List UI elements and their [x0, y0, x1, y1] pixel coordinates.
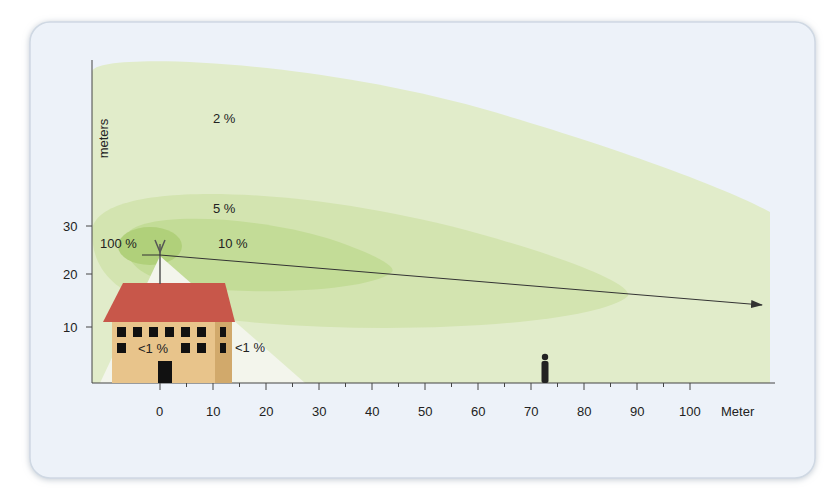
panel [30, 22, 815, 478]
x-tick-label: 50 [418, 405, 432, 418]
x-tick-label: 0 [156, 405, 163, 418]
person-head [542, 354, 548, 360]
x-tick [531, 383, 532, 390]
y-tick [86, 327, 92, 328]
x-tick [345, 383, 346, 387]
x-tick [610, 383, 611, 387]
beam-arrow [160, 255, 762, 305]
x-tick-label: 60 [471, 405, 485, 418]
y-tick-label: 20 [63, 268, 77, 281]
window [117, 327, 126, 337]
x-tick [451, 383, 452, 387]
x-tick-label: 10 [206, 405, 220, 418]
x-tick [557, 383, 558, 387]
window [149, 327, 158, 337]
x-tick-label: 100 [679, 405, 701, 418]
lobe-2 [92, 61, 770, 383]
x-tick [504, 383, 505, 387]
y-tick [86, 274, 92, 275]
house-door [158, 361, 172, 383]
axis-unit: Meter [721, 405, 754, 418]
house-side [215, 322, 232, 383]
axis-ticks [86, 226, 690, 390]
x-tick [398, 383, 399, 387]
window [220, 343, 226, 353]
x-tick [663, 383, 664, 387]
window [197, 343, 206, 353]
x-tick [160, 383, 161, 390]
x-tick [584, 383, 585, 390]
house-roof [103, 283, 235, 322]
x-tick-label: 20 [259, 405, 273, 418]
x-tick-label: 80 [577, 405, 591, 418]
window [181, 343, 190, 353]
x-tick [319, 383, 320, 390]
y-tick-label: 30 [63, 220, 77, 233]
x-tick [239, 383, 240, 387]
x-tick [425, 383, 426, 390]
shadow-cone [100, 256, 305, 383]
x-tick-label: 70 [524, 405, 538, 418]
house-wall [112, 322, 215, 383]
x-tick [213, 383, 214, 390]
zone-label: <1 % [136, 341, 170, 356]
x-tick-label: 90 [630, 405, 644, 418]
window [197, 327, 206, 337]
window [165, 327, 174, 337]
zone-label: <1 % [235, 341, 265, 354]
zone-label: 5 % [213, 202, 235, 215]
window [181, 327, 190, 337]
y-tick-label: 10 [63, 321, 77, 334]
zone-label: 2 % [213, 112, 235, 125]
zone-label: 10 % [218, 237, 248, 250]
window [220, 327, 226, 337]
x-tick [478, 383, 479, 390]
x-tick [186, 383, 187, 387]
y-tick [86, 226, 92, 227]
x-tick [690, 383, 691, 390]
axis-title: meters [97, 119, 110, 159]
beam-start [142, 255, 160, 256]
zone-label: 100 % [100, 237, 137, 250]
antenna-head [155, 240, 165, 252]
window [133, 327, 142, 337]
house-windows [117, 327, 226, 353]
lobe-5 [92, 194, 628, 328]
x-tick [637, 383, 638, 390]
x-tick [292, 383, 293, 387]
x-tick [266, 383, 267, 390]
x-tick-label: 40 [365, 405, 379, 418]
y-axis [92, 60, 93, 383]
window [117, 343, 126, 353]
x-tick-label: 30 [312, 405, 326, 418]
person-body [542, 361, 549, 383]
x-tick [372, 383, 373, 390]
